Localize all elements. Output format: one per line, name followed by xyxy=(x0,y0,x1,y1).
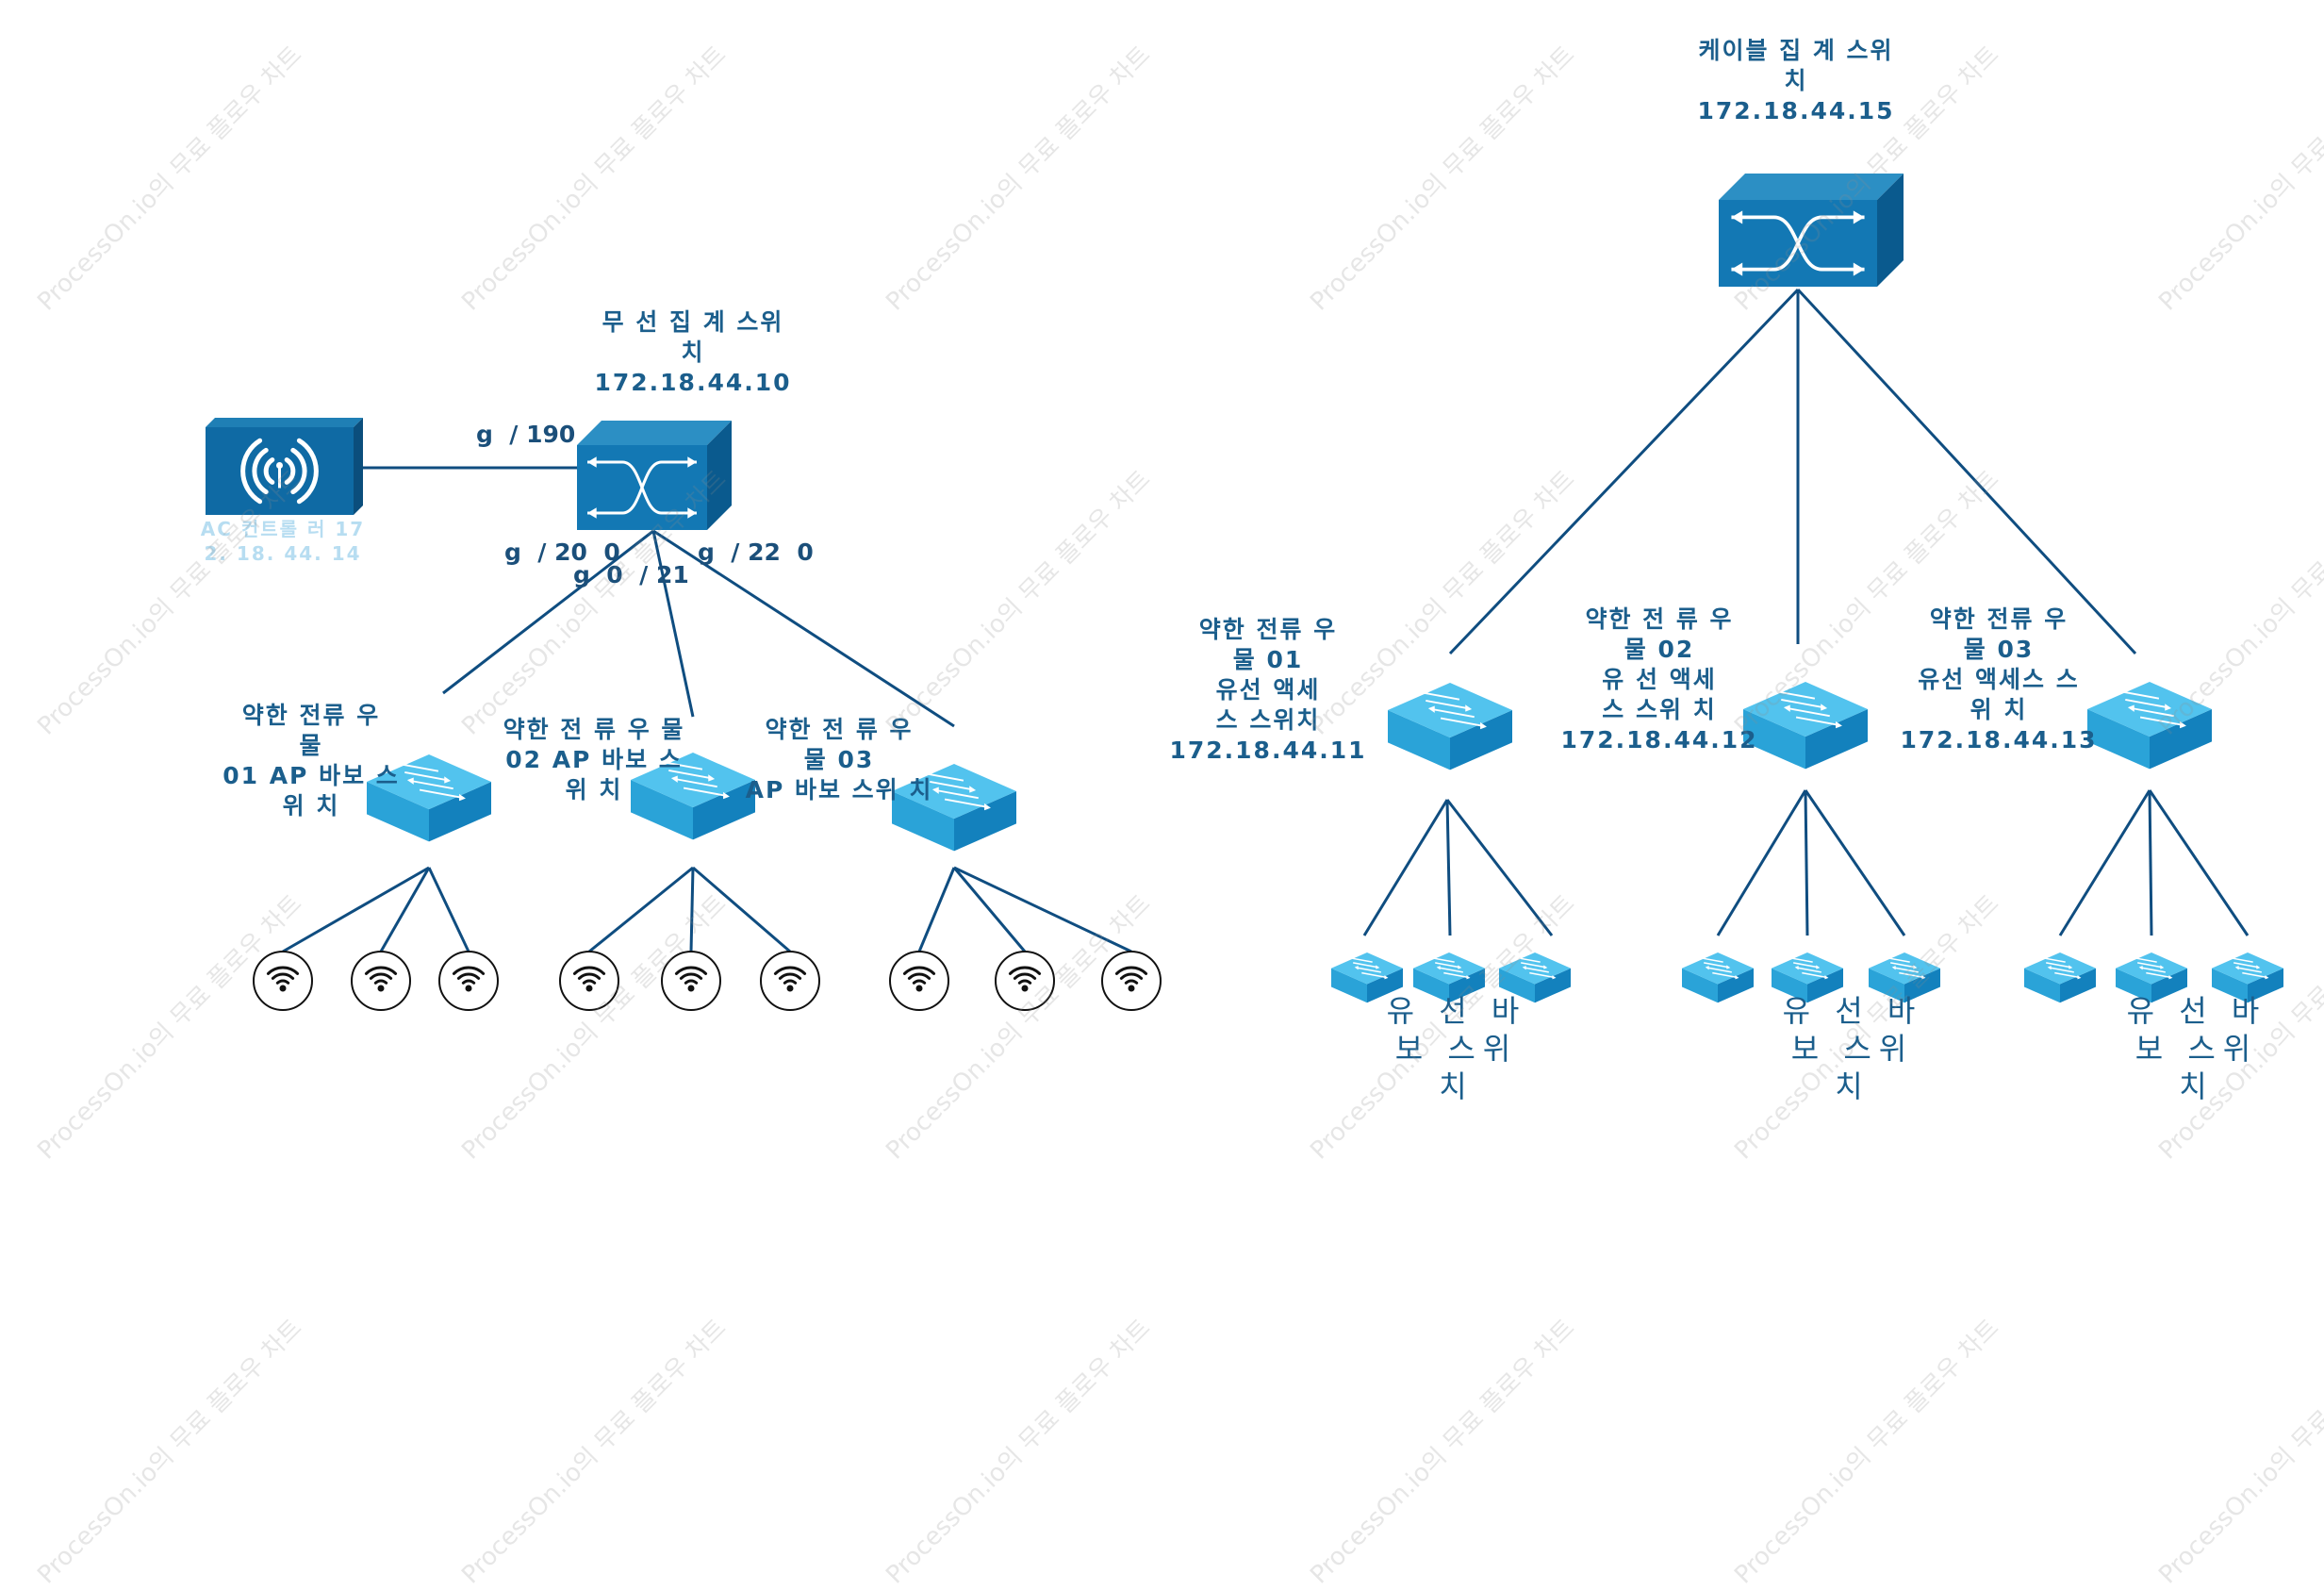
wired-edge-group-label-03: 유 선 바 보 스위 치 xyxy=(2126,993,2267,1104)
link-wired-access-2-to-edge-1 xyxy=(1716,789,1807,936)
ap-switch-label-03: 약한 전 류 우 물 03 AP 바보 스위 치 xyxy=(745,716,933,803)
wireless-core-switch-icon xyxy=(577,421,732,530)
link-wired-core-to-access-01 xyxy=(1448,288,1800,655)
wired-edge-switch-icon-2-2 xyxy=(1772,952,1843,1003)
link-ap-switch-3-to-ap-1 xyxy=(917,867,956,952)
wired-access-switch-icon-01 xyxy=(1388,683,1512,770)
link-ap-switch-3-to-ap-3 xyxy=(953,866,1132,953)
link-ap-switch-3-to-ap-2 xyxy=(952,867,1027,952)
link-core-to-ap-switch-03 xyxy=(652,529,955,728)
wifi-access-point-icon-2-3 xyxy=(760,951,820,1011)
wired-edge-switch-icon-1-2 xyxy=(1413,952,1485,1003)
wired-edge-switch-icon-1-3 xyxy=(1499,952,1571,1003)
link-wired-access-3-to-edge-2 xyxy=(2148,789,2153,936)
wired-core-switch-icon xyxy=(1719,174,1904,287)
link-wired-access-2-to-edge-3 xyxy=(1804,789,1906,936)
ap-switch-icon-03 xyxy=(892,764,1016,852)
link-wired-core-to-access-03 xyxy=(1796,288,2137,655)
wired-edge-group-label-01: 유 선 바 보 스위 치 xyxy=(1386,993,1527,1104)
wired-edge-switch-icon-2-1 xyxy=(1682,952,1754,1003)
port-label-left: g / 20 0 xyxy=(504,538,620,566)
ap-switch-label-02: 약한 전 류 우 물 02 AP 바보 스 위 치 xyxy=(503,716,685,803)
link-wired-access-3-to-edge-1 xyxy=(2058,789,2151,936)
ap-switch-icon-02 xyxy=(631,753,755,840)
link-wired-access-1-to-edge-2 xyxy=(1445,799,1452,936)
link-ap-switch-1-to-ap-1 xyxy=(282,866,430,953)
wifi-access-point-icon-1-1 xyxy=(253,951,313,1011)
wired-edge-switch-icon-3-2 xyxy=(2116,952,2187,1003)
link-core-to-ap-switch-02 xyxy=(651,530,695,718)
link-ap-switch-2-to-ap-2 xyxy=(689,867,695,952)
wifi-access-point-icon-2-2 xyxy=(661,951,721,1011)
link-core-to-ap-switch-01 xyxy=(442,529,654,695)
link-ap-switch-2-to-ap-1 xyxy=(588,866,694,953)
network-diagram: 무 선 집 계 스위 치 172.18.44.10 AC 컨트롤 러 17 2.… xyxy=(32,37,2324,1589)
wired-access-switch-label-01: 약한 전류 우 물 01 유선 액세 스 스위치 172.18.44.11 xyxy=(1169,616,1367,764)
port-label-to-ac: g / 190 xyxy=(476,421,576,448)
wireless-core-switch-label: 무 선 집 계 스위 치 172.18.44.10 xyxy=(594,308,792,396)
link-wired-access-3-to-edge-3 xyxy=(2148,789,2250,936)
wifi-access-point-icon-1-3 xyxy=(438,951,499,1011)
wired-access-switch-label-02: 약한 전 류 우 물 02 유 선 액세 스 스위 치 172.18.44.12 xyxy=(1560,605,1758,754)
link-wired-access-1-to-edge-1 xyxy=(1362,799,1449,936)
wired-access-switch-label-03: 약한 전류 우 물 03 유선 액세스 스 위 치 172.18.44.13 xyxy=(1900,605,2098,754)
link-ap-switch-1-to-ap-3 xyxy=(427,867,470,952)
wired-edge-switch-icon-2-3 xyxy=(1869,952,1940,1003)
wired-edge-group-label-02: 유 선 바 보 스위 치 xyxy=(1782,993,1923,1104)
wireless-controller-icon xyxy=(206,418,363,515)
port-label-middle: g 0 / 21 xyxy=(573,561,689,588)
ac-controller-label: AC 컨트롤 러 17 2. 18. 44. 14 xyxy=(200,518,366,565)
wifi-access-point-icon-3-1 xyxy=(889,951,949,1011)
wifi-access-point-icon-1-2 xyxy=(351,951,411,1011)
wired-edge-switch-icon-3-3 xyxy=(2212,952,2283,1003)
link-ap-switch-1-to-ap-2 xyxy=(379,867,431,952)
link-wired-access-2-to-edge-2 xyxy=(1804,789,1809,936)
wired-edge-switch-icon-3-1 xyxy=(2024,952,2096,1003)
wired-access-switch-icon-02 xyxy=(1743,682,1868,770)
wifi-access-point-icon-3-3 xyxy=(1101,951,1162,1011)
wired-access-switch-icon-03 xyxy=(2087,682,2212,770)
wifi-access-point-icon-3-2 xyxy=(995,951,1055,1011)
link-wired-access-1-to-edge-3 xyxy=(1445,799,1554,936)
wifi-access-point-icon-2-1 xyxy=(559,951,619,1011)
wired-core-switch-label: 케이블 집 계 스위 치 172.18.44.15 xyxy=(1697,37,1895,124)
diagram-canvas xyxy=(206,174,2283,1011)
wired-edge-switch-icon-1-1 xyxy=(1331,952,1403,1003)
ap-switch-icon-01 xyxy=(367,754,491,842)
link-ap-switch-2-to-ap-3 xyxy=(692,866,791,953)
ap-switch-label-01: 약한 전류 우 물 01 AP 바보 스 위 치 xyxy=(223,702,400,820)
port-label-right: g / 22 0 xyxy=(698,538,814,566)
